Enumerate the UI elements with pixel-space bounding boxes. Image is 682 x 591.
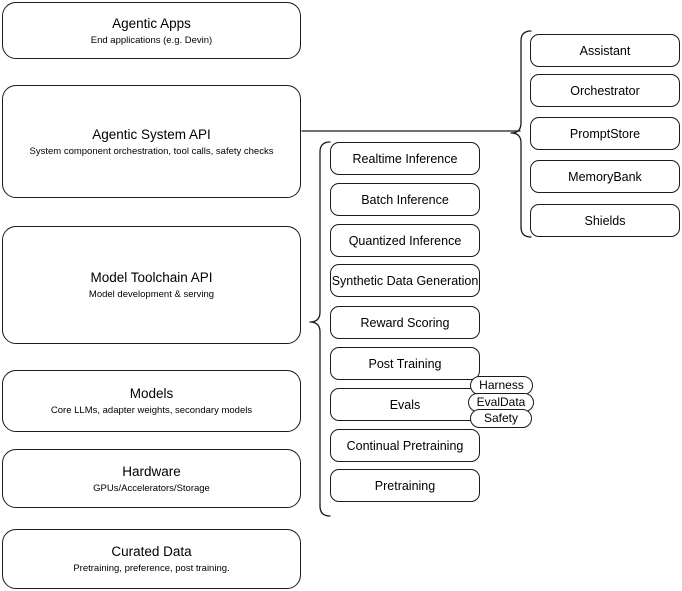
capability-evals[interactable]: Evals bbox=[330, 388, 480, 421]
capability-synthetic-data-generation[interactable]: Synthetic Data Generation bbox=[330, 264, 480, 297]
system-component-orchestrator[interactable]: Orchestrator bbox=[530, 74, 680, 107]
capability-quantized-inference[interactable]: Quantized Inference bbox=[330, 224, 480, 257]
stack-layer-subtitle: System component orchestration, tool cal… bbox=[29, 145, 274, 157]
capability-continual-pretraining[interactable]: Continual Pretraining bbox=[330, 429, 480, 462]
stack-layer-models[interactable]: Models Core LLMs, adapter weights, secon… bbox=[2, 370, 301, 432]
stack-layer-subtitle: Model development & serving bbox=[88, 289, 215, 300]
stack-layer-title: Agentic Apps bbox=[112, 15, 191, 31]
stack-layer-model-toolchain-api[interactable]: Model Toolchain API Model development & … bbox=[2, 226, 301, 344]
stack-layer-subtitle: End applications (e.g. Devin) bbox=[90, 34, 213, 46]
capability-realtime-inference[interactable]: Realtime Inference bbox=[330, 142, 480, 175]
stack-layer-subtitle: Pretraining, preference, post training. bbox=[73, 563, 230, 574]
capability-reward-scoring[interactable]: Reward Scoring bbox=[330, 306, 480, 339]
stack-layer-title: Agentic System API bbox=[92, 126, 211, 142]
stack-layer-title: Hardware bbox=[122, 463, 181, 479]
eval-badge-safety[interactable]: Safety bbox=[470, 409, 532, 428]
system-components-brace bbox=[510, 30, 532, 238]
capability-pretraining[interactable]: Pretraining bbox=[330, 469, 480, 502]
stack-layer-title: Curated Data bbox=[111, 544, 192, 559]
stack-layer-subtitle: GPUs/Accelerators/Storage bbox=[93, 482, 210, 494]
stack-layer-title: Model Toolchain API bbox=[90, 270, 213, 285]
system-component-promptstore[interactable]: PromptStore bbox=[530, 117, 680, 150]
system-component-assistant[interactable]: Assistant bbox=[530, 34, 680, 67]
stack-layer-agentic-apps[interactable]: Agentic Apps End applications (e.g. Devi… bbox=[2, 2, 301, 59]
stack-layer-subtitle: Core LLMs, adapter weights, secondary mo… bbox=[50, 405, 253, 416]
system-component-memorybank[interactable]: MemoryBank bbox=[530, 160, 680, 193]
stack-layer-curated-data[interactable]: Curated Data Pretraining, preference, po… bbox=[2, 529, 301, 589]
capability-batch-inference[interactable]: Batch Inference bbox=[330, 183, 480, 216]
stack-layer-agentic-system-api[interactable]: Agentic System API System component orch… bbox=[2, 85, 301, 198]
capability-post-training[interactable]: Post Training bbox=[330, 347, 480, 380]
system-component-shields[interactable]: Shields bbox=[530, 204, 680, 237]
stack-layer-hardware[interactable]: Hardware GPUs/Accelerators/Storage bbox=[2, 449, 301, 508]
toolchain-capabilities-brace bbox=[309, 141, 331, 517]
stack-layer-title: Models bbox=[129, 386, 174, 401]
